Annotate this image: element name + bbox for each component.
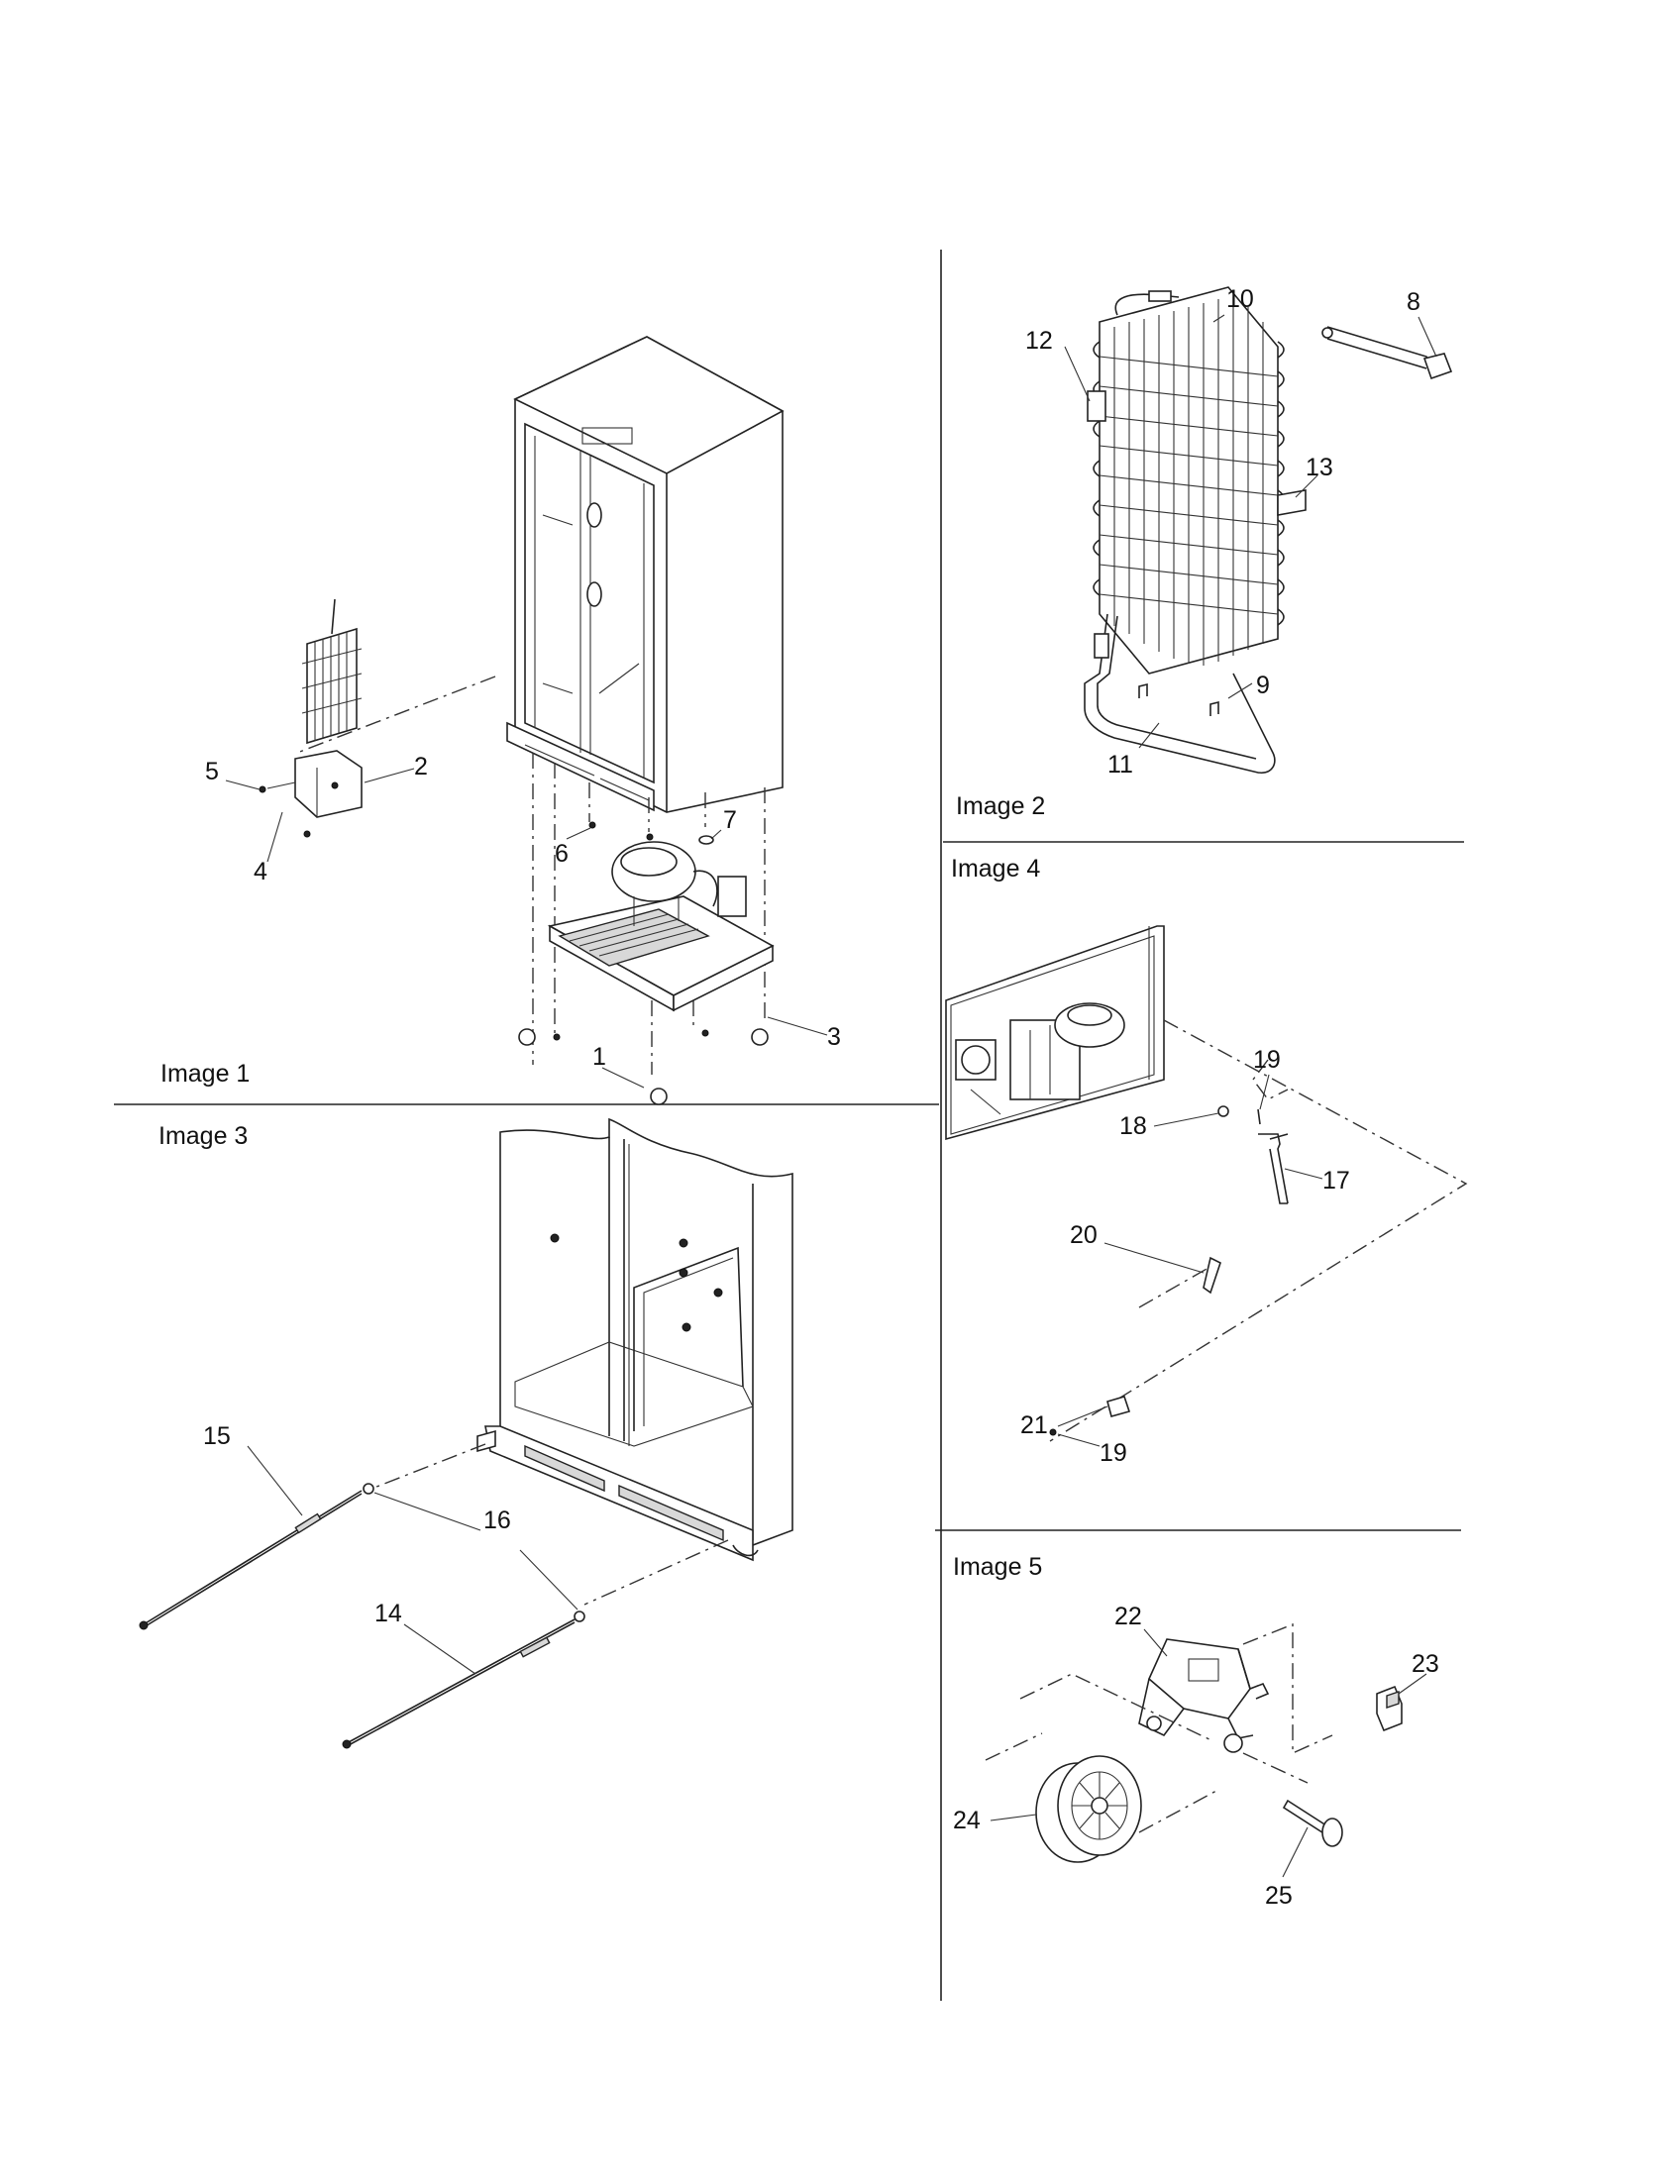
callout-25: 25 bbox=[1265, 1882, 1293, 1910]
image5-callouts: 22 23 24 25 bbox=[953, 1603, 1439, 1910]
callout-7: 7 bbox=[723, 806, 737, 834]
image4-tubing-drawing bbox=[945, 925, 1468, 1447]
callout-11: 11 bbox=[1107, 751, 1133, 779]
callout-18: 18 bbox=[1119, 1112, 1147, 1140]
callout-4: 4 bbox=[254, 858, 267, 885]
callout-21: 21 bbox=[1020, 1411, 1048, 1439]
callout-22: 22 bbox=[1114, 1603, 1142, 1630]
callout-17: 17 bbox=[1322, 1167, 1350, 1195]
callout-9: 9 bbox=[1256, 672, 1270, 699]
image5-roller-drawing bbox=[985, 1622, 1427, 1878]
callout-23: 23 bbox=[1412, 1650, 1439, 1678]
callout-24: 24 bbox=[953, 1807, 981, 1834]
callout-1: 1 bbox=[592, 1043, 606, 1071]
image3-callouts: 15 16 14 bbox=[203, 1422, 511, 1627]
image1-cabinet-drawing bbox=[225, 336, 828, 1105]
image3-cabinet-drawing bbox=[139, 1117, 793, 1749]
callout-8: 8 bbox=[1407, 288, 1420, 316]
panel-label-image-1: Image 1 bbox=[160, 1060, 251, 1088]
panel-label-image-4: Image 4 bbox=[951, 855, 1041, 883]
callout-3: 3 bbox=[827, 1023, 841, 1051]
image2-callouts: 10 8 12 13 9 11 bbox=[1025, 285, 1420, 779]
callout-19-top: 19 bbox=[1253, 1046, 1281, 1074]
callout-14: 14 bbox=[374, 1600, 402, 1627]
image2-evaporator-drawing bbox=[1064, 286, 1453, 774]
callout-16: 16 bbox=[483, 1507, 511, 1534]
callout-5: 5 bbox=[205, 758, 219, 785]
callout-20: 20 bbox=[1070, 1221, 1098, 1249]
panel-label-image-2: Image 2 bbox=[956, 792, 1046, 820]
callout-19-bottom: 19 bbox=[1100, 1439, 1127, 1467]
callout-2: 2 bbox=[414, 753, 428, 780]
panel-label-image-3: Image 3 bbox=[158, 1122, 249, 1150]
callout-15: 15 bbox=[203, 1422, 231, 1450]
callout-10: 10 bbox=[1226, 285, 1254, 313]
image1-callouts: 5 2 4 6 7 1 3 bbox=[205, 753, 841, 1071]
callout-6: 6 bbox=[555, 840, 569, 868]
image4-callouts: 19 18 17 20 21 19 bbox=[1020, 1046, 1350, 1467]
callout-12: 12 bbox=[1025, 327, 1053, 355]
panel-dividers bbox=[114, 250, 1464, 2001]
callout-13: 13 bbox=[1306, 454, 1333, 481]
panel-label-image-5: Image 5 bbox=[953, 1553, 1043, 1581]
